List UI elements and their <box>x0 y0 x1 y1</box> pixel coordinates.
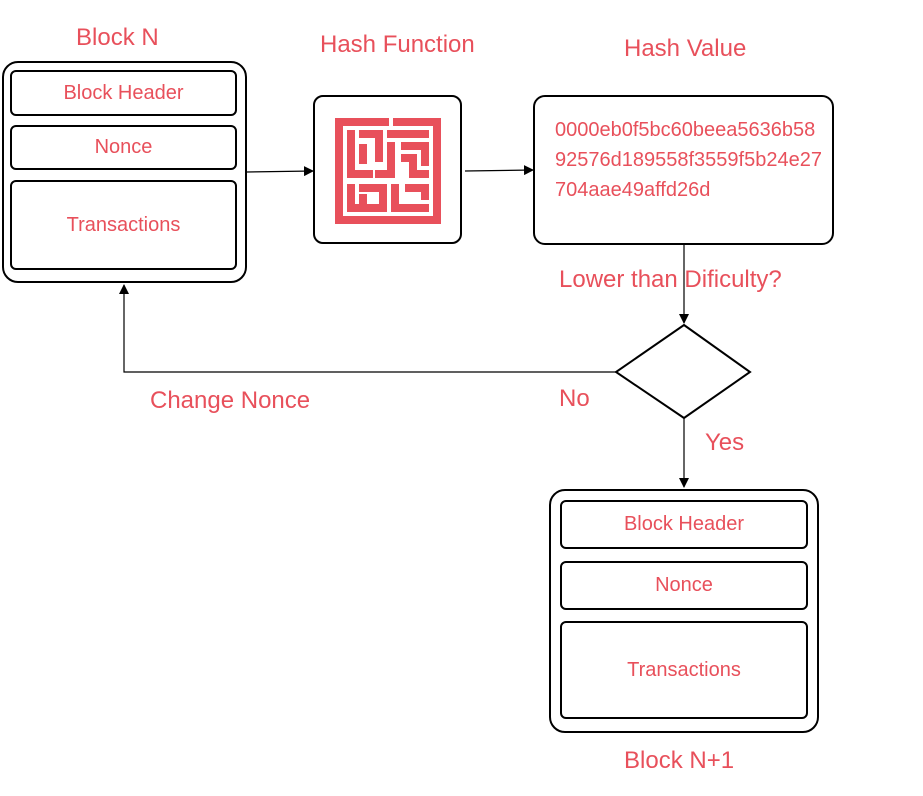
block-n1-title: Block N+1 <box>624 747 735 774</box>
block-n-nonce: Nonce <box>10 125 237 170</box>
decision-yes-label: Yes <box>705 429 745 456</box>
hash-function-box <box>313 95 462 244</box>
change-nonce-label: Change Nonce <box>150 387 311 414</box>
hash-value-title: Hash Value <box>624 35 747 62</box>
block-n-transactions: Transactions <box>10 180 237 270</box>
decision-question: Lower than Dificulty? <box>559 266 782 293</box>
arrow-block-to-hash <box>246 166 314 177</box>
hash-function-title: Hash Function <box>320 31 475 58</box>
maze-icon <box>335 118 441 224</box>
block-n1-header: Block Header <box>560 500 808 549</box>
block-n1-nonce: Nonce <box>560 561 808 610</box>
arrow-hash-to-value <box>464 165 534 176</box>
block-n-title: Block N <box>76 24 159 51</box>
block-n-header: Block Header <box>10 70 237 116</box>
block-n1-transactions: Transactions <box>560 621 808 719</box>
hash-value-text: 0000eb0f5bc60beea5636b5892576d189558f355… <box>555 119 822 201</box>
decision-no-label: No <box>559 385 590 412</box>
arrow-no-to-block-n <box>119 284 616 373</box>
decision-diamond <box>614 323 752 420</box>
hash-value-box: 0000eb0f5bc60beea5636b5892576d189558f355… <box>533 95 834 245</box>
